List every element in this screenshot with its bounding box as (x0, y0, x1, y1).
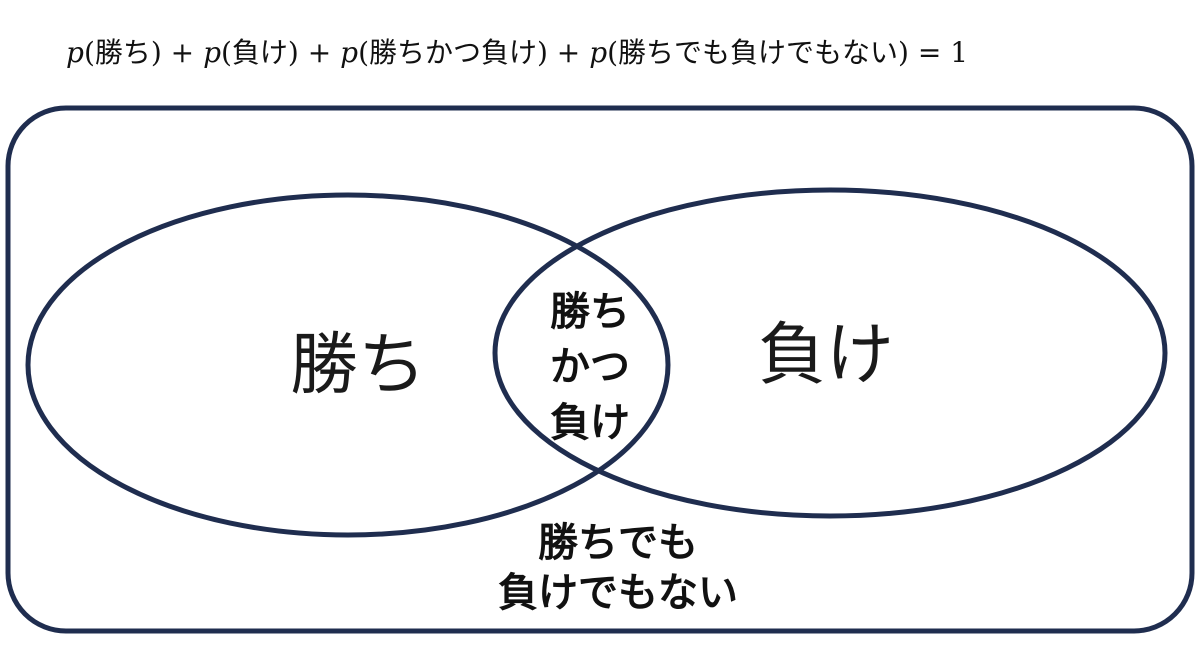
universe-rectangle (5, 105, 1195, 634)
eq-part: p (589, 36, 607, 69)
eq-part: p (340, 36, 358, 69)
eq-part: (勝ちでも負けでもない) = 1 (607, 36, 968, 69)
lose-label: 負け (758, 316, 894, 395)
eq-part: (勝ち) + (84, 36, 203, 69)
eq-part: (勝ちかつ負け) + (358, 36, 589, 69)
lose-ellipse (492, 187, 1168, 519)
win-ellipse (25, 192, 671, 538)
both-label-line-3: 負け (550, 400, 630, 446)
neither-label-line-1: 勝ちでも (538, 520, 698, 566)
eq-part: (負け) + (221, 36, 340, 69)
eq-part: p (66, 36, 84, 69)
win-label: 勝ち (290, 326, 426, 405)
both-label-line-2: かつ (550, 344, 630, 390)
neither-label-line-2: 負けでもない (498, 570, 738, 616)
eq-part: p (203, 36, 221, 69)
probability-equation: p(勝ち) + p(負け) + p(勝ちかつ負け) + p(勝ちでも負けでもない… (66, 36, 968, 69)
both-label-line-1: 勝ち (550, 289, 630, 335)
